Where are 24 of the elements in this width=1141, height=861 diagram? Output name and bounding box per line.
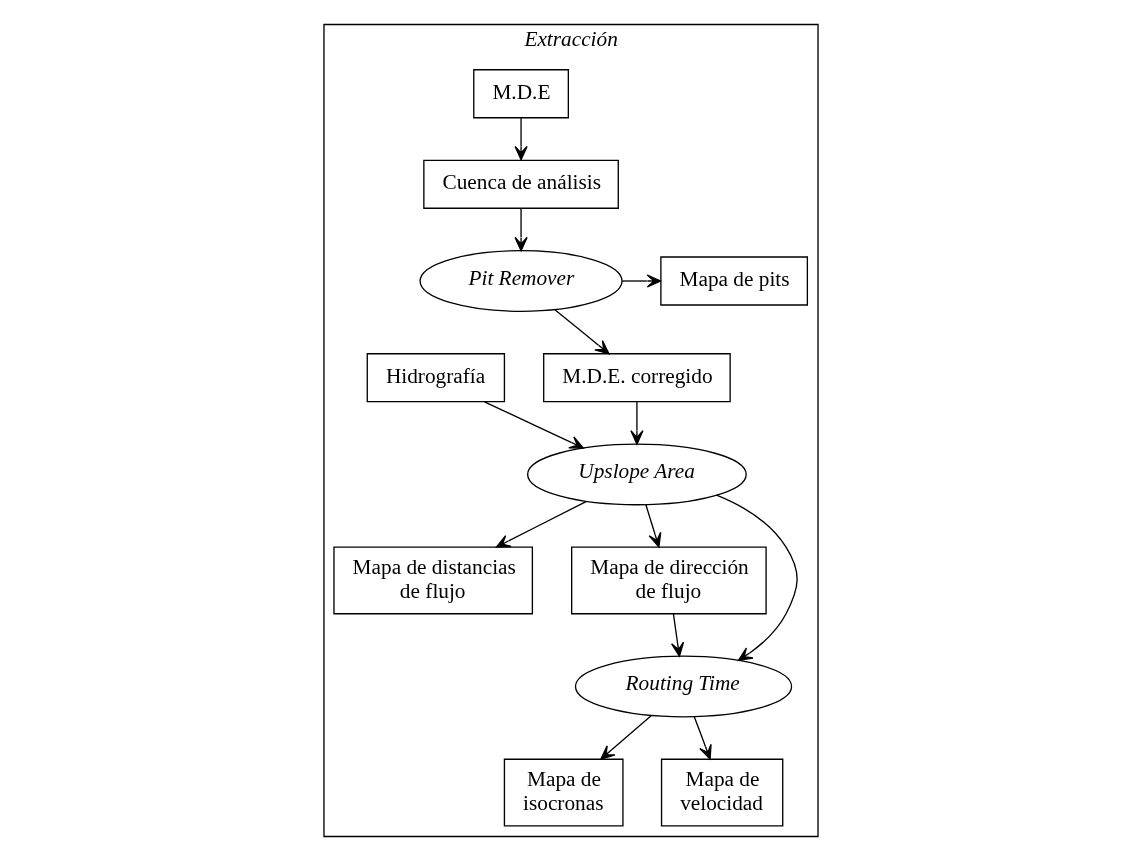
arrow (670, 613, 684, 657)
arrow (599, 714, 652, 760)
node-box: Mapa de velocidad (660, 758, 783, 827)
arrow (621, 274, 661, 288)
arrow (629, 401, 644, 445)
arrow (483, 401, 584, 449)
node-box: M.D.E. corregido (542, 353, 731, 403)
node-box: M.D.E (472, 69, 569, 119)
node-ellipse: Pit Remover (418, 250, 623, 312)
node-box: Hidrografía (366, 353, 505, 403)
arrow (693, 715, 712, 760)
arrow (513, 117, 528, 161)
node-box: Mapa de distancias de flujo (332, 546, 533, 615)
arrow (495, 500, 587, 548)
arrow (644, 503, 661, 548)
node-box: Cuenca de análisis (422, 159, 619, 209)
node-ellipse: Routing Time (574, 655, 792, 718)
node-box: Mapa de pits (659, 256, 808, 306)
arrow (553, 308, 610, 355)
node-box: Mapa de dirección de flujo (570, 546, 767, 615)
arrow (513, 207, 528, 252)
node-box: Mapa de isocronas (503, 758, 624, 827)
arrow (715, 494, 798, 662)
node-ellipse: Upslope Area (526, 443, 747, 506)
